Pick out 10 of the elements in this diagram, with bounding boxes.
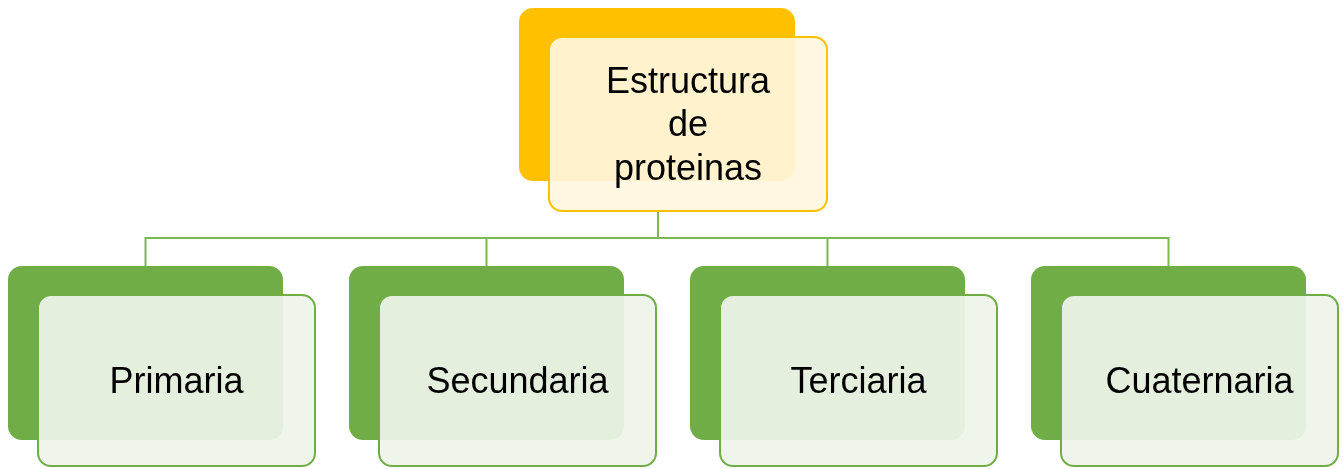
stacked-card <box>8 266 316 467</box>
stacked-card <box>349 266 657 467</box>
card-title: Primaria <box>109 358 244 403</box>
stacked-card <box>690 266 998 467</box>
card-title: Terciaria <box>790 358 927 403</box>
stacked-card <box>1031 266 1339 467</box>
card-title: Secundaria <box>426 358 609 403</box>
card-title: Estructura de proteinas <box>604 59 772 189</box>
card-title: Cuaternaria <box>1105 358 1294 403</box>
stacked-card <box>519 8 828 212</box>
